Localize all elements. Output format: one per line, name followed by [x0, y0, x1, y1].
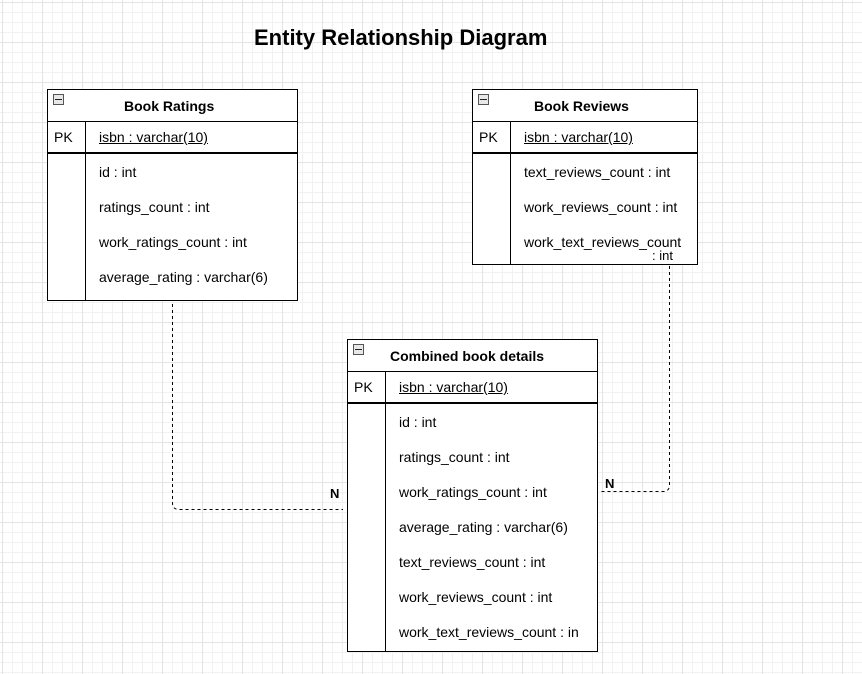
- field-row: work_text_reviews_count: [524, 234, 682, 250]
- entity-title: Combined book details: [390, 348, 545, 364]
- field-row: id : int: [399, 414, 437, 430]
- field-row: ratings_count : int: [99, 199, 210, 215]
- field-row-wrap: : int: [652, 248, 673, 263]
- collapse-icon[interactable]: [478, 94, 489, 105]
- field-row: text_reviews_count : int: [399, 554, 546, 570]
- entity-title: Book Ratings: [124, 98, 215, 114]
- entity-book-ratings[interactable]: Book Ratings PK isbn : varchar(10) id : …: [47, 89, 298, 301]
- column-divider: [510, 122, 511, 264]
- cardinality-label-ratings: N: [330, 486, 340, 501]
- field-row: ratings_count : int: [399, 449, 510, 465]
- entity-header: Book Reviews: [473, 90, 697, 122]
- connector-ratings-to-combined[interactable]: [172, 304, 344, 510]
- field-row: work_text_reviews_count : in: [399, 624, 579, 640]
- field-row: work_reviews_count : int: [524, 199, 678, 215]
- field-row: work_reviews_count : int: [399, 589, 553, 605]
- pk-field: isbn : varchar(10): [399, 379, 508, 395]
- connector-reviews-to-combined[interactable]: [600, 266, 670, 492]
- entity-title: Book Reviews: [534, 98, 629, 114]
- primary-key-row: PK isbn : varchar(10): [473, 122, 697, 154]
- collapse-icon[interactable]: [353, 344, 364, 355]
- field-row: average_rating : varchar(6): [99, 269, 268, 285]
- entity-book-reviews[interactable]: Book Reviews PK isbn : varchar(10) text_…: [472, 89, 698, 265]
- pk-field: isbn : varchar(10): [524, 129, 633, 145]
- diagram-title: Entity Relationship Diagram: [254, 25, 548, 50]
- pk-label: PK: [479, 129, 498, 145]
- cardinality-label-reviews: N: [605, 476, 615, 491]
- field-row: work_ratings_count : int: [99, 234, 247, 250]
- primary-key-row: PK isbn : varchar(10): [48, 122, 297, 154]
- entity-header: Combined book details: [348, 340, 597, 372]
- field-row: average_rating : varchar(6): [399, 519, 568, 535]
- field-row: id : int: [99, 164, 137, 180]
- primary-key-row: PK isbn : varchar(10): [348, 372, 597, 404]
- collapse-icon[interactable]: [53, 94, 64, 105]
- column-divider: [385, 372, 386, 651]
- pk-label: PK: [54, 129, 73, 145]
- field-row: work_ratings_count : int: [399, 484, 547, 500]
- entity-header: Book Ratings: [48, 90, 297, 122]
- field-row: text_reviews_count : int: [524, 164, 671, 180]
- pk-label: PK: [354, 379, 373, 395]
- entity-combined-book-details[interactable]: Combined book details PK isbn : varchar(…: [347, 339, 598, 652]
- pk-field: isbn : varchar(10): [99, 129, 208, 145]
- column-divider: [85, 122, 86, 300]
